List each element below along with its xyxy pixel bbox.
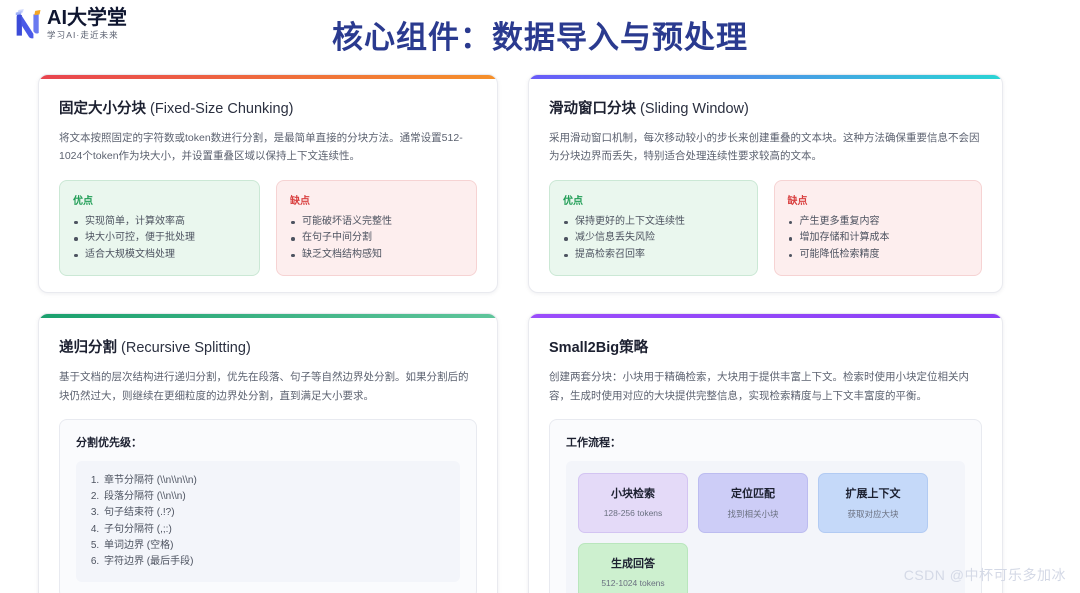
card-description: 基于文档的层次结构进行递归分割，优先在段落、句子等自然边界处分割。如果分割后的块… [59, 371, 469, 402]
workflow-step[interactable]: 扩展上下文 获取对应大块 [818, 473, 928, 533]
workflow-step-meta: 512-1024 tokens [601, 578, 665, 588]
cons-box: 缺点 可能破坏语义完整性 在句子中间分割 缺乏文档结构感知 [276, 179, 477, 277]
list-item: 减少信息丢失风险 [563, 230, 744, 247]
split-priority-panel: 分割优先级： 章节分隔符 (\\n\\n\\n) 段落分隔符 (\\n\\n) … [59, 419, 477, 593]
list-item: 提高检索召回率 [563, 247, 744, 264]
pros-box: 优点 实现简单，计算效率高 块大小可控，便于批处理 适合大规模文档处理 [59, 179, 260, 277]
cons-label: 缺点 [787, 195, 808, 207]
workflow-step[interactable]: 生成回答 512-1024 tokens [578, 543, 688, 593]
card-description: 将文本按照固定的字符数或token数进行分割，是最简单直接的分块方法。通常设置5… [59, 132, 463, 163]
pros-list: 实现简单，计算效率高 块大小可控，便于批处理 适合大规模文档处理 [73, 214, 246, 264]
panel-inner: 章节分隔符 (\\n\\n\\n) 段落分隔符 (\\n\\n) 句子结束符 (… [76, 461, 460, 583]
workflow-steps: 小块检索 128-256 tokens 定位匹配 找到相关小块 扩展上下文 获取… [566, 461, 965, 593]
card-description: 采用滑动窗口机制，每次移动较小的步长来创建重叠的文本块。这种方法确保重要信息不会… [549, 132, 980, 163]
list-item: 在句子中间分割 [290, 230, 463, 247]
card-accent-bar [529, 314, 1002, 319]
workflow-step[interactable]: 小块检索 128-256 tokens [578, 473, 688, 533]
workflow-step[interactable]: 定位匹配 找到相关小块 [698, 473, 808, 533]
list-item: 句子结束符 (.!?) [102, 505, 444, 521]
card-small2big-strategy: Small2Big策略 创建两套分块：小块用于精确检索，大块用于提供丰富上下文。… [528, 313, 1003, 593]
cons-box: 缺点 产生更多重复内容 增加存储和计算成本 可能降低检索精度 [773, 179, 982, 277]
list-item: 增加存储和计算成本 [788, 230, 969, 247]
pros-box: 优点 保持更好的上下文连续性 减少信息丢失风险 提高检索召回率 [549, 179, 758, 277]
card-accent-bar [529, 75, 1002, 79]
list-item: 单词边界 (空格) [102, 538, 444, 554]
ai-university-logo-icon [15, 9, 41, 39]
card-title-cn: 滑动窗口分块 [549, 101, 636, 117]
list-item: 实现简单，计算效率高 [73, 214, 246, 231]
list-item: 产生更多重复内容 [788, 214, 969, 231]
card-title-cn: 递归分割 [59, 340, 117, 357]
card-recursive-splitting: 递归分割 (Recursive Splitting) 基于文档的层次结构进行递归… [38, 313, 498, 593]
list-item: 章节分隔符 (\\n\\n\\n) [102, 473, 444, 489]
workflow-step-meta: 128-256 tokens [603, 508, 663, 518]
page-title: 核心组件：数据导入与预处理 [332, 20, 748, 55]
cons-list: 可能破坏语义完整性 在句子中间分割 缺乏文档结构感知 [290, 214, 463, 264]
workflow-panel: 工作流程： 小块检索 128-256 tokens 定位匹配 找到相关小块 扩展… [549, 419, 982, 593]
list-item: 适合大规模文档处理 [73, 247, 246, 264]
card-title-cn: 固定大小分块 [59, 101, 146, 117]
card-title-en: (Recursive Splitting) [121, 340, 251, 357]
cons-label: 缺点 [290, 195, 310, 207]
brand-logo[interactable]: AI大学堂 学习AI·走近未来 [14, 8, 127, 41]
card-fixed-size-chunking: 固定大小分块 (Fixed-Size Chunking) 将文本按照固定的字符数… [38, 74, 498, 294]
card-title-en: (Fixed-Size Chunking) [150, 101, 294, 117]
list-item: 保持更好的上下文连续性 [563, 214, 744, 231]
pros-label: 优点 [73, 195, 93, 207]
pros-cons-row: 优点 保持更好的上下文连续性 减少信息丢失风险 提高检索召回率 缺点 产生更多重… [549, 179, 982, 277]
card-title: 固定大小分块 (Fixed-Size Chunking) [59, 97, 477, 118]
workflow-step-meta: 找到相关小块 [727, 509, 779, 519]
list-item: 可能降低检索精度 [788, 247, 969, 264]
list-item: 块大小可控，便于批处理 [73, 230, 246, 247]
card-title: 滑动窗口分块 (Sliding Window) [549, 97, 982, 118]
card-description: 创建两套分块：小块用于精确检索，大块用于提供丰富上下文。检索时使用小块定位相关内… [549, 371, 969, 402]
card-grid: 固定大小分块 (Fixed-Size Chunking) 将文本按照固定的字符数… [0, 68, 1080, 593]
split-priority-list: 章节分隔符 (\\n\\n\\n) 段落分隔符 (\\n\\n) 句子结束符 (… [102, 473, 444, 570]
list-item: 段落分隔符 (\\n\\n) [102, 489, 444, 505]
brand-subtitle: 学习AI·走近未来 [47, 30, 119, 40]
pros-list: 保持更好的上下文连续性 减少信息丢失风险 提高检索召回率 [563, 214, 744, 264]
list-item: 字符边界 (最后手段) [102, 554, 444, 570]
card-title: Small2Big策略 [549, 336, 982, 357]
csdn-watermark: CSDN @中杯可乐多加冰 [903, 567, 1066, 583]
brand-title: AI大学堂 [47, 7, 127, 29]
card-sliding-window: 滑动窗口分块 (Sliding Window) 采用滑动窗口机制，每次移动较小的… [528, 74, 1003, 294]
workflow-step-name: 生成回答 [611, 558, 655, 570]
list-item: 可能破坏语义完整性 [290, 214, 463, 231]
card-accent-bar [39, 314, 497, 319]
panel-heading: 分割优先级： [76, 437, 142, 449]
workflow-step-name: 定位匹配 [731, 488, 775, 500]
card-title-cn: Small2Big策略 [549, 340, 649, 357]
card-accent-bar [39, 75, 497, 79]
panel-heading: 工作流程： [566, 437, 621, 449]
pros-label: 优点 [563, 195, 583, 207]
cons-list: 产生更多重复内容 增加存储和计算成本 可能降低检索精度 [788, 214, 969, 264]
workflow-step-meta: 获取对应大块 [847, 509, 899, 519]
workflow-step-name: 扩展上下文 [845, 488, 901, 500]
workflow-step-name: 小块检索 [611, 488, 655, 500]
list-item: 子句分隔符 (,;:) [102, 522, 444, 538]
pros-cons-row: 优点 实现简单，计算效率高 块大小可控，便于批处理 适合大规模文档处理 缺点 可… [59, 179, 477, 277]
list-item: 缺乏文档结构感知 [290, 247, 463, 264]
card-title: 递归分割 (Recursive Splitting) [59, 336, 477, 357]
page-header: AI大学堂 学习AI·走近未来 核心组件：数据导入与预处理 [0, 0, 1080, 68]
card-title-en: (Sliding Window) [640, 101, 749, 117]
